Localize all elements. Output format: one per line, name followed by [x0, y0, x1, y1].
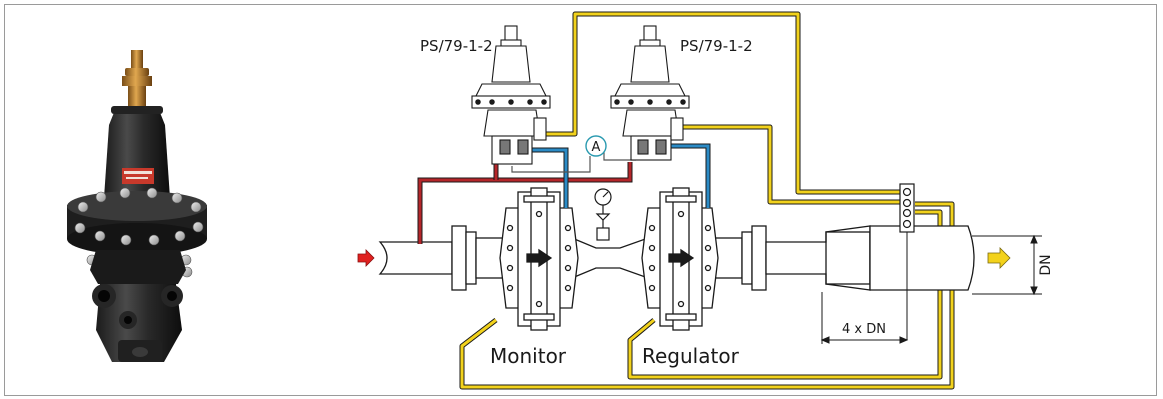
diameter-label: DN [1038, 254, 1054, 275]
dimension-lines [820, 234, 1042, 344]
outlet-sensing-clamp [899, 183, 915, 340]
regulator-valve-body [641, 187, 719, 331]
sense-lines [459, 11, 955, 390]
point-a-label: A [592, 140, 601, 155]
flow-out-arrow-icon [987, 247, 1011, 269]
pilot-right [610, 25, 690, 161]
pilot-right-label: PS/79-1-2 [680, 37, 753, 55]
flow-in-arrow-icon [357, 249, 375, 267]
monitor-valve-body [499, 187, 579, 331]
monitor-label: Monitor [490, 344, 567, 368]
main-pipeline [378, 225, 975, 291]
point-a-marker [585, 135, 607, 157]
distance-label: 4 x DN [842, 322, 886, 337]
pressure-gauge-icon [594, 188, 612, 241]
pilot-left [471, 25, 551, 165]
flow-direction-arrow-icon [526, 248, 553, 268]
pilot-left-label: PS/79-1-2 [420, 37, 493, 55]
regulator-label: Regulator [642, 344, 740, 368]
pilot-supply-lines [417, 132, 711, 244]
regulator-photo [67, 50, 207, 362]
